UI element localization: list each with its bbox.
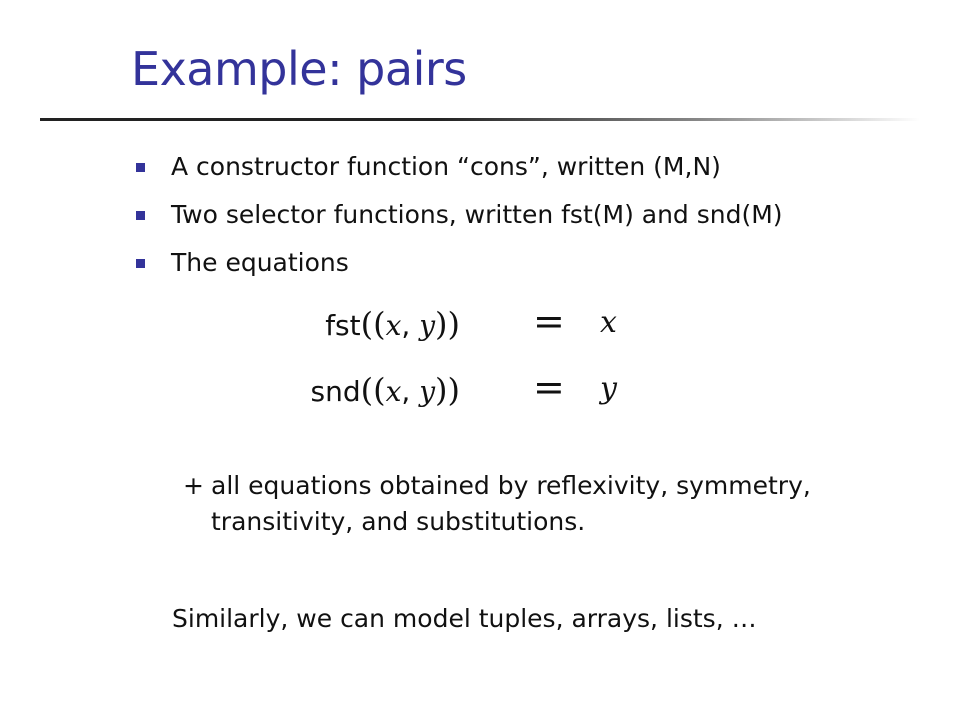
bullet-text: The equations — [171, 247, 349, 277]
equation-rhs: x — [600, 305, 617, 340]
bullet-text: Two selector functions, written fst(M) a… — [171, 199, 783, 229]
bullet-text: A constructor function “cons”, written (… — [171, 151, 721, 181]
title-divider — [40, 118, 920, 121]
bullet-list: A constructor function “cons”, written (… — [136, 142, 783, 286]
square-bullet-icon — [136, 210, 145, 220]
equation-block: fst((x, y)) = x snd((x, y)) = y — [300, 299, 660, 437]
square-bullet-icon — [136, 258, 145, 268]
note-line-1: all equations obtained by reflexivity, s… — [211, 471, 811, 500]
bullet-item: A constructor function “cons”, written (… — [136, 142, 783, 190]
note-paragraph: +all equations obtained by reflexivity, … — [183, 468, 811, 540]
equals-sign: = — [533, 299, 565, 343]
equation-snd: snd((x, y)) = y — [300, 365, 660, 437]
plus-sign: + — [183, 471, 204, 500]
equation-lhs: snd((x, y)) — [310, 371, 460, 409]
equation-fst: fst((x, y)) = x — [300, 299, 660, 371]
closing-text: Similarly, we can model tuples, arrays, … — [172, 604, 757, 633]
bullet-item: The equations — [136, 238, 783, 286]
note-line-2: transitivity, and substitutions. — [211, 507, 586, 536]
equals-sign: = — [533, 365, 565, 409]
equation-rhs: y — [600, 371, 617, 406]
bullet-item: Two selector functions, written fst(M) a… — [136, 190, 783, 238]
slide-title: Example: pairs — [131, 42, 467, 96]
equation-lhs: fst((x, y)) — [325, 305, 460, 343]
square-bullet-icon — [136, 162, 145, 172]
